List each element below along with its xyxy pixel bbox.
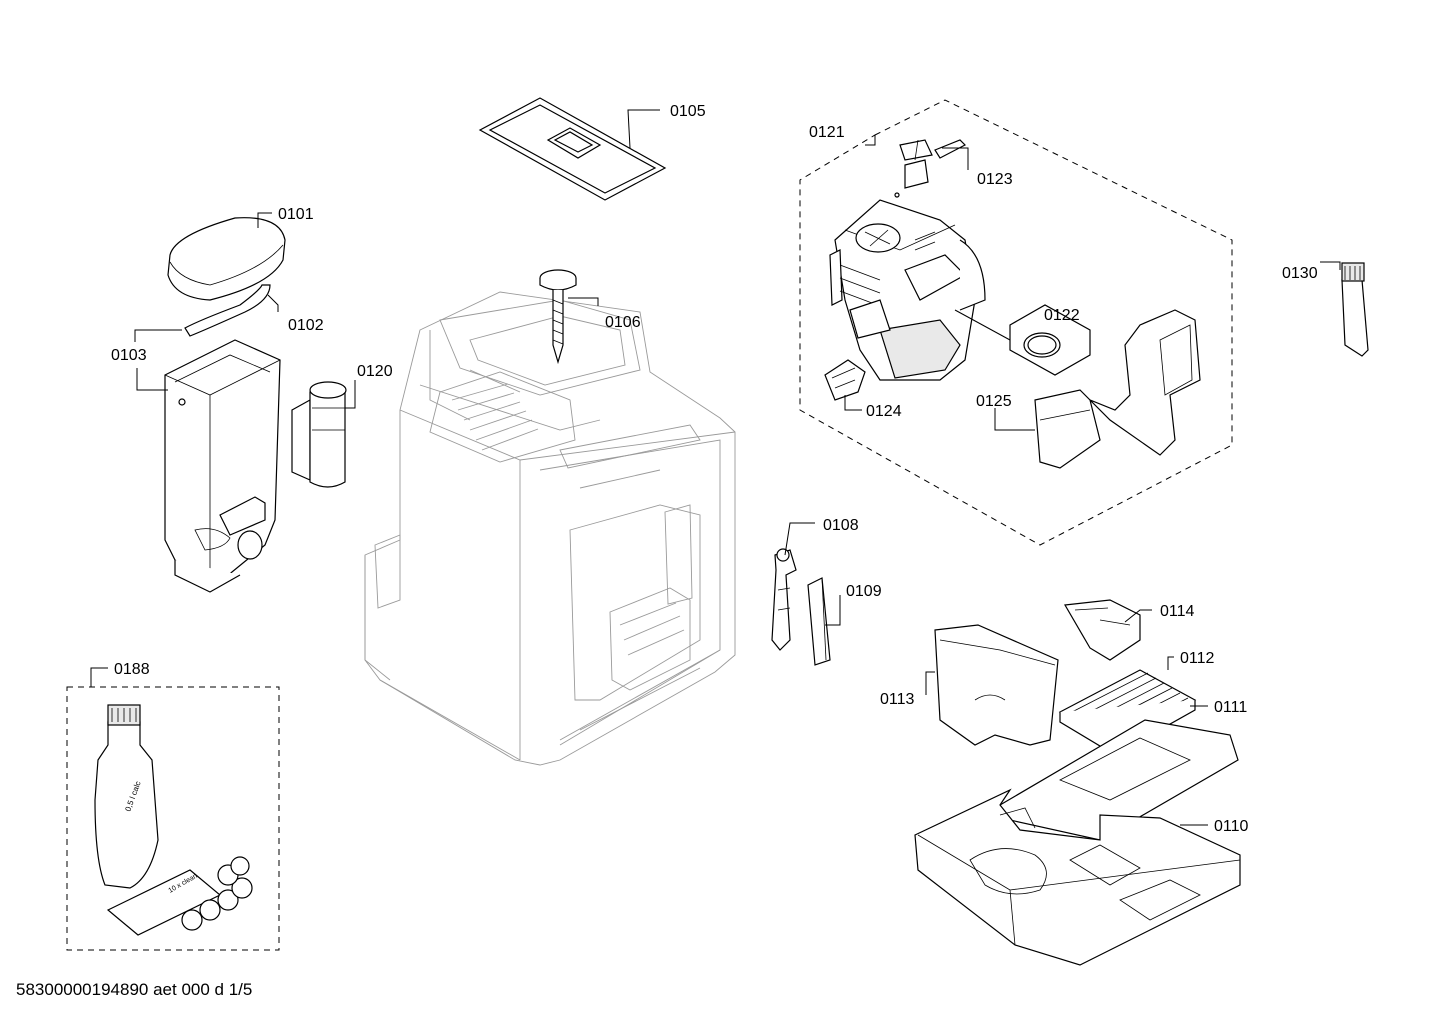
label-0101: 0101 — [278, 206, 314, 223]
part-0103-water-tank — [164, 339, 281, 593]
part-0121-brewing-unit-group — [799, 99, 1233, 546]
label-0113: 0113 — [880, 691, 915, 708]
part-0130-grease-tube — [1341, 262, 1369, 357]
part-0109-channel — [807, 577, 831, 666]
part-0188-care-kit: 0,5 l calc 10 x clean — [66, 686, 280, 951]
part-0110-drip-tray — [914, 788, 1241, 966]
part-0105-lid-seal — [478, 97, 667, 201]
part-0125-cover — [1034, 309, 1201, 469]
label-0108: 0108 — [823, 517, 859, 534]
label-0120: 0120 — [357, 363, 393, 380]
label-0130: 0130 — [1282, 265, 1318, 282]
label-0111: 0111 — [1214, 699, 1247, 716]
part-0114-latch — [1064, 599, 1141, 661]
part-0106-sensor-pin — [539, 269, 577, 365]
machine-body-outline — [364, 291, 736, 766]
label-0122: 0122 — [1044, 307, 1080, 324]
label-0112: 0112 — [1180, 650, 1215, 667]
part-0112-drip-grid — [1058, 669, 1197, 756]
part-0122-seal-ring — [954, 304, 1091, 376]
label-0123: 0123 — [977, 171, 1013, 188]
label-0103: 0103 — [111, 347, 147, 364]
part-0108-valve — [771, 548, 797, 651]
document-code: 58300000194890 aet 000 d 1/5 — [16, 980, 253, 999]
label-0110: 0110 — [1214, 818, 1249, 835]
label-0102: 0102 — [288, 317, 324, 334]
part-0120-water-filter — [291, 381, 347, 488]
label-0124: 0124 — [866, 403, 902, 420]
part-0101-tank-lid — [167, 217, 286, 301]
leader-lines — [90, 109, 1341, 826]
label-0109: 0109 — [846, 583, 882, 600]
label-0125: 0125 — [976, 393, 1012, 410]
label-0114: 0114 — [1160, 603, 1195, 620]
part-labels: 0105 0106 0101 0102 0103 0120 0188 0121 … — [111, 103, 1318, 835]
label-0121: 0121 — [809, 124, 845, 141]
part-0102-handle — [184, 284, 271, 337]
part-0123-lever — [894, 139, 967, 198]
label-0105: 0105 — [670, 103, 706, 120]
part-0124-clip — [824, 359, 866, 401]
label-0188: 0188 — [114, 661, 150, 678]
part-0113-grounds-container — [934, 624, 1059, 746]
label-0106: 0106 — [605, 314, 641, 331]
